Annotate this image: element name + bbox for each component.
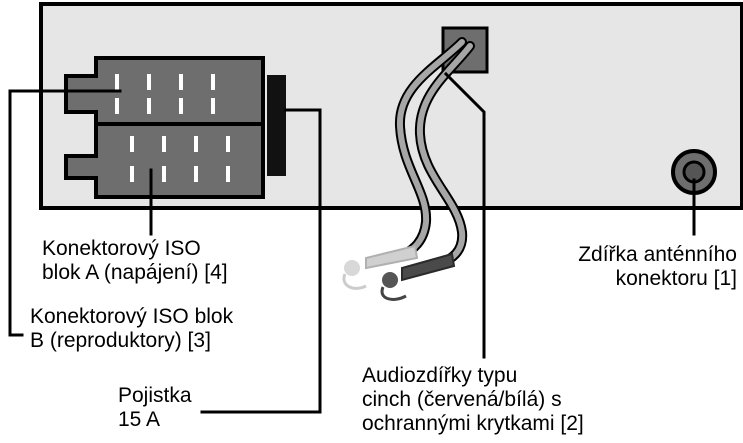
iso-connector-housing (64, 56, 265, 199)
label-antenna-line2: konektoru [1] (615, 267, 737, 290)
leader-fuse (200, 108, 322, 414)
antenna-socket (671, 149, 717, 195)
label-audio-sockets: Audiozdířky typu cinch (červená/bílá) s … (362, 364, 584, 436)
label-iso-block-b: Konektorový ISO blok B (reproduktory) [3… (30, 305, 233, 353)
leader-iso-block-b (8, 89, 122, 337)
iso-block-a-pins (115, 74, 215, 114)
label-iso-block-a-line1: Konektorový ISO (42, 237, 201, 260)
cinch-plug-white (342, 244, 419, 290)
label-antenna-socket: Zdířka anténního konektoru [1] (578, 243, 737, 291)
iso-block-b-pins (130, 136, 230, 182)
label-iso-block-a: Konektorový ISO blok A (napájení) [4] (42, 237, 228, 285)
label-fuse: Pojistka 15 A (118, 384, 192, 432)
leader-audio (443, 71, 486, 359)
label-audio-line3: ochrannými krytkami [2] (362, 412, 584, 435)
label-iso-block-b-line1: Konektorový ISO blok (30, 305, 234, 328)
label-antenna-line1: Zdířka anténního (578, 243, 737, 266)
label-fuse-line1: Pojistka (118, 384, 192, 407)
label-fuse-line2: 15 A (118, 408, 161, 431)
label-iso-block-a-line2: blok A (napájení) [4] (42, 261, 228, 284)
fuse (267, 75, 286, 176)
iso-connector (64, 56, 265, 199)
label-audio-line2: cinch (červená/bílá) s (362, 388, 562, 411)
cinch-cables (394, 37, 475, 267)
label-audio-line1: Audiozdířky typu (362, 364, 518, 387)
cinch-plug-red (380, 252, 456, 301)
label-iso-block-b-line2: B (reproduktory) [3] (30, 329, 211, 352)
